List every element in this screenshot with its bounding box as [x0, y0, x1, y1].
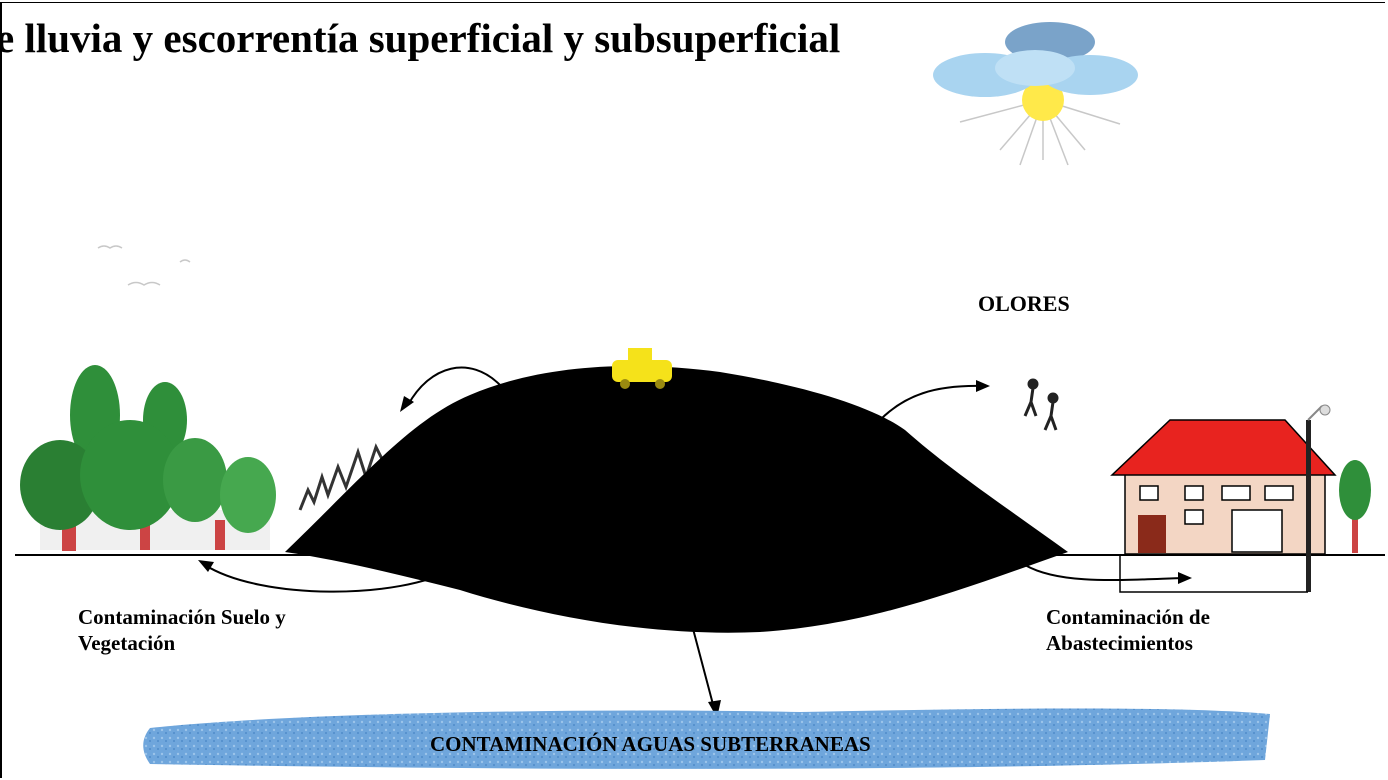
soil-contamination-label: Contaminación Suelo y Vegetación — [78, 604, 418, 657]
groundwater-label: CONTAMINACIÓN AGUAS SUBTERRANEAS — [430, 732, 871, 757]
people-icon — [1025, 380, 1057, 430]
tree-icon — [1339, 460, 1371, 553]
supply-label-line2: Abastecimientos — [1046, 630, 1346, 656]
soil-label-line2: Vegetación — [78, 630, 418, 656]
birds-icon — [98, 246, 190, 285]
supply-contamination-label: Contaminación de Abastecimientos — [1046, 604, 1346, 657]
supply-pipe — [1120, 555, 1308, 592]
house-icon — [1112, 420, 1335, 554]
tree-icon — [20, 365, 276, 551]
diagram-title: e lluvia y escorrentía superficial y sub… — [0, 14, 840, 62]
supply-label-line1: Contaminación de — [1046, 604, 1346, 630]
odors-label: OLORES — [978, 290, 1070, 318]
cloud-icon — [933, 22, 1138, 97]
soil-label-line1: Contaminación Suelo y — [78, 604, 418, 630]
